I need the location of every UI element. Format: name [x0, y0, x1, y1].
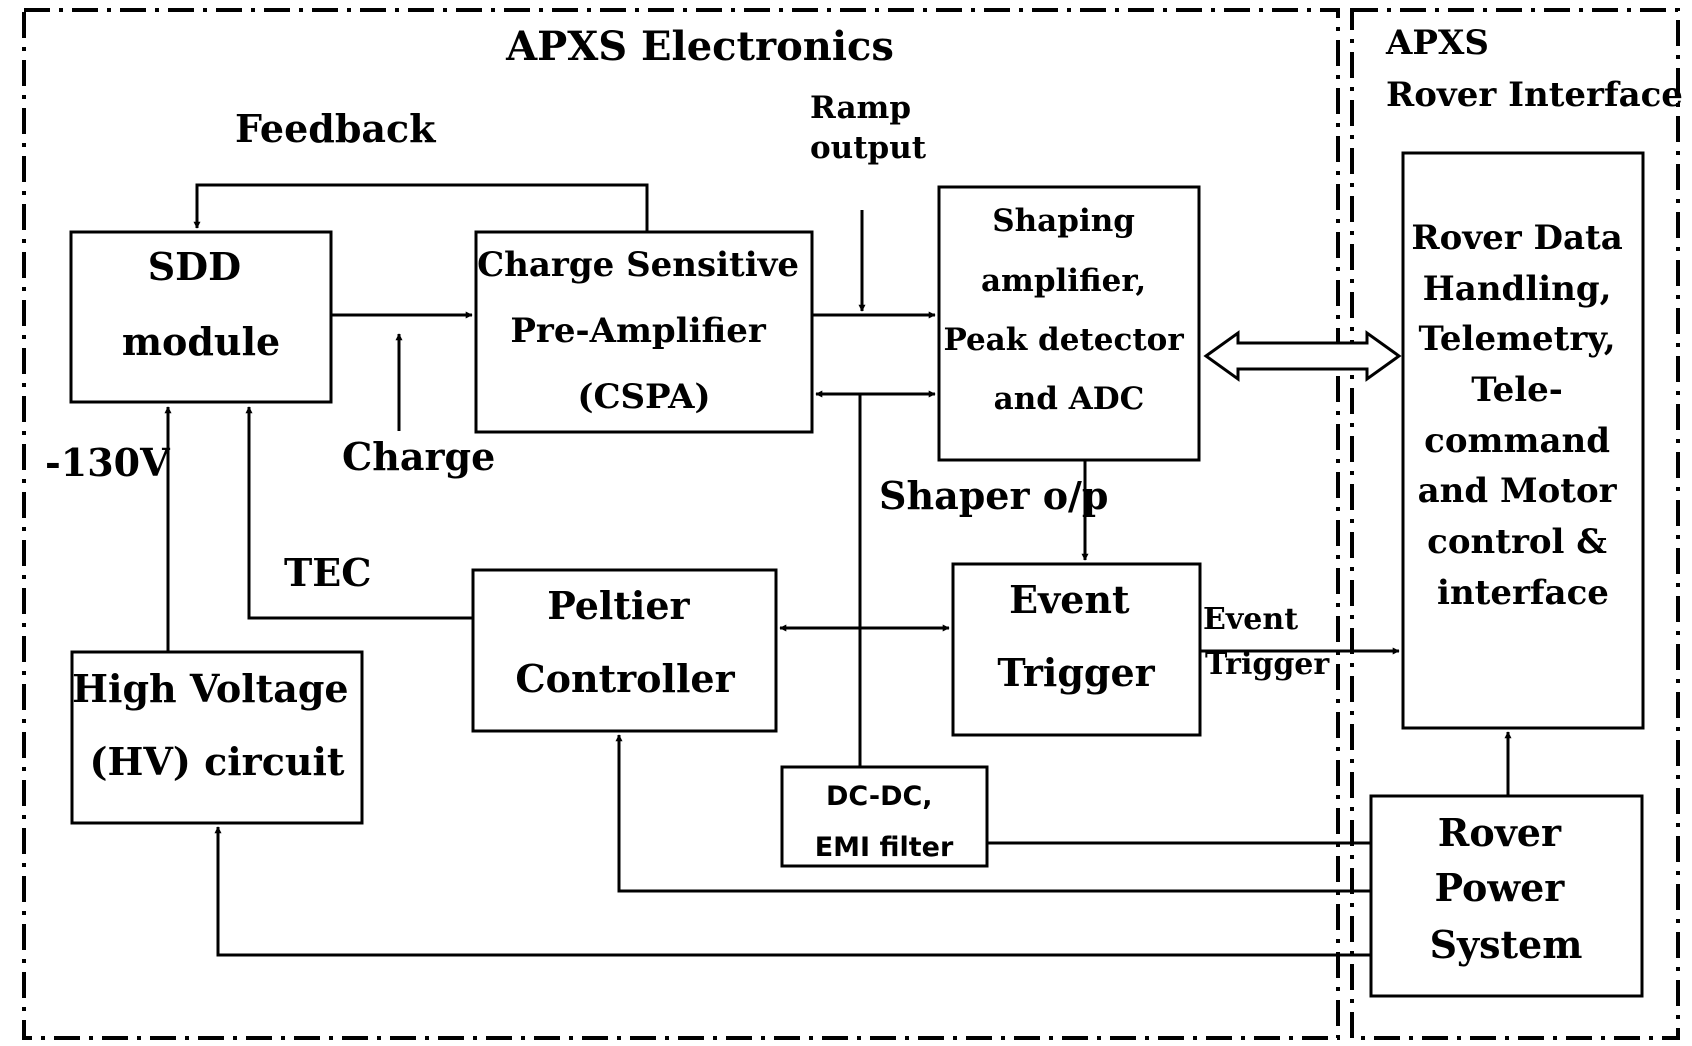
rover-data-handling-block: Rover Data Handling, Telemetry, Tele- co… — [1401, 151, 1645, 730]
svg-text:SDD module: SDD module — [122, 244, 280, 364]
charge-label: Charge — [342, 434, 495, 479]
svg-text:Peltier Controller: Peltier Controller — [515, 583, 735, 701]
shaper-op-label: Shaper o/p — [879, 473, 1108, 518]
rover-power-to-peltier-arrow — [615, 734, 1371, 893]
minus-130v-label: -130V — [45, 440, 171, 485]
rover-power-to-hv-arrow — [214, 826, 1371, 957]
cspa-block: Charge Sensitive Pre-Amplifier (CSPA) — [474, 230, 814, 434]
tec-label: TEC — [284, 550, 372, 595]
svg-text:Charge Sensitive Pre-Amp: Charge Sensitive Pre-Amplifier (CSPA) — [477, 245, 811, 417]
svg-text:Rover Power System: Rover Power System — [1430, 810, 1583, 967]
feedback-label: Feedback — [235, 106, 436, 151]
svg-text:Rover Data Handling,: Rover Data Handling, Telemetry, Tele- co… — [1411, 218, 1634, 613]
peltier-controller-block: Peltier Controller — [471, 568, 778, 733]
svg-text:Event Trigger: Event Trigger — [997, 577, 1155, 695]
feedback-arrow — [193, 183, 649, 232]
rover-power-system-block: Rover Power System — [1369, 794, 1644, 998]
sdd-module-block: SDD module — [69, 230, 333, 404]
svg-text:DC-DC, EMI filter: DC-DC, EMI filter — [815, 781, 954, 863]
shaper-rover-data-double-arrow — [1203, 330, 1402, 382]
event-trigger-block: Event Trigger — [951, 562, 1202, 737]
apxs-electronics-frame — [22, 8, 1340, 1040]
ramp-output-label: Ramp output — [810, 90, 927, 166]
svg-text:High Voltage (HV) circui: High Voltage (HV) circuit — [72, 666, 362, 784]
tec-arrow — [245, 406, 473, 620]
high-voltage-circuit-block: High Voltage (HV) circuit — [70, 650, 364, 825]
svg-text:Shaping amplifier,: Shaping amplifier, Peak detector and ADC — [943, 203, 1194, 417]
shaping-amplifier-block: Shaping amplifier, Peak detector and ADC — [937, 185, 1201, 462]
rover-interface-frame — [1350, 8, 1680, 1040]
event-trigger-signal-label: Event Trigger — [1203, 602, 1330, 682]
interface-title: APXS Rover Interface — [1385, 23, 1683, 115]
electronics-title: APXS Electronics — [505, 23, 894, 70]
dc-dc-emi-filter-block: DC-DC, EMI filter — [780, 765, 989, 868]
